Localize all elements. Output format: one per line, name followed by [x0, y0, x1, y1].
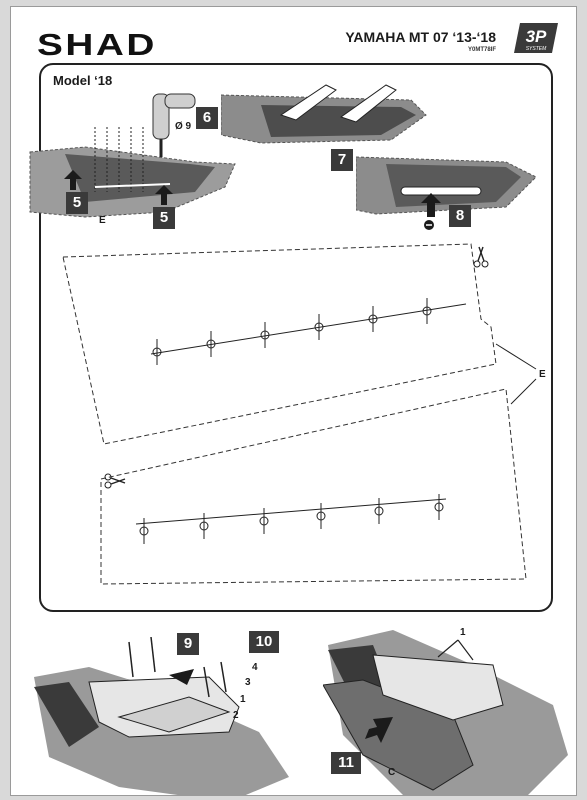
- install-left-illustration: [34, 637, 289, 795]
- part-1-label-left: 1: [240, 694, 246, 705]
- diameter-label: Ø 9: [175, 121, 192, 132]
- part-3-label: 3: [245, 677, 251, 688]
- tighten-icon: [424, 220, 434, 230]
- scissors-icon-top: [473, 246, 489, 268]
- up-arrow-icon-right: [155, 185, 173, 205]
- step-8-badge: 8: [449, 205, 471, 227]
- step-5-badge-left: 5: [66, 192, 88, 214]
- part-1-label-right: 1: [460, 627, 466, 638]
- step-10-badge: 10: [249, 631, 279, 653]
- drill-illustration: [29, 93, 236, 218]
- step-6-badge: 6: [196, 107, 218, 129]
- badge-top-text: 3P: [526, 27, 547, 46]
- scissors-icon-bottom: [104, 473, 126, 489]
- model-title: YAMAHA MT 07 ‘13-‘18: [345, 29, 496, 45]
- step-7-badge: 7: [331, 149, 353, 171]
- part-4-label: 4: [252, 662, 258, 673]
- up-arrow-icon-left: [64, 170, 82, 190]
- up-arrow-icon-8: [421, 193, 441, 217]
- drilling-template: [62, 243, 537, 585]
- badge-bottom-text: SYSTEM: [526, 46, 547, 52]
- 3p-system-badge: 3P SYSTEM: [514, 23, 558, 53]
- part-2-label: 2: [233, 710, 239, 721]
- section-title: Model ‘18: [53, 73, 113, 88]
- instruction-page: SHAD YAMAHA MT 07 ‘13-‘18 Y0MT78IF 3P SY…: [10, 6, 577, 796]
- bracket-bottom-illustration: [356, 156, 537, 215]
- model-code: Y0MT78IF: [467, 47, 496, 53]
- step-5-badge-right: 5: [153, 207, 175, 229]
- step-9-badge: 9: [177, 633, 199, 655]
- brand-logo: SHAD: [37, 27, 157, 62]
- bracket-top-illustration: [221, 84, 427, 144]
- part-c-label: C: [388, 767, 396, 778]
- step-11-badge: 11: [331, 752, 361, 774]
- model-frame: [39, 63, 553, 612]
- install-right-illustration: [323, 630, 568, 795]
- e-label-template: E: [539, 369, 546, 380]
- e-label-top: E: [99, 215, 106, 226]
- arrow-icon-11: [365, 717, 393, 743]
